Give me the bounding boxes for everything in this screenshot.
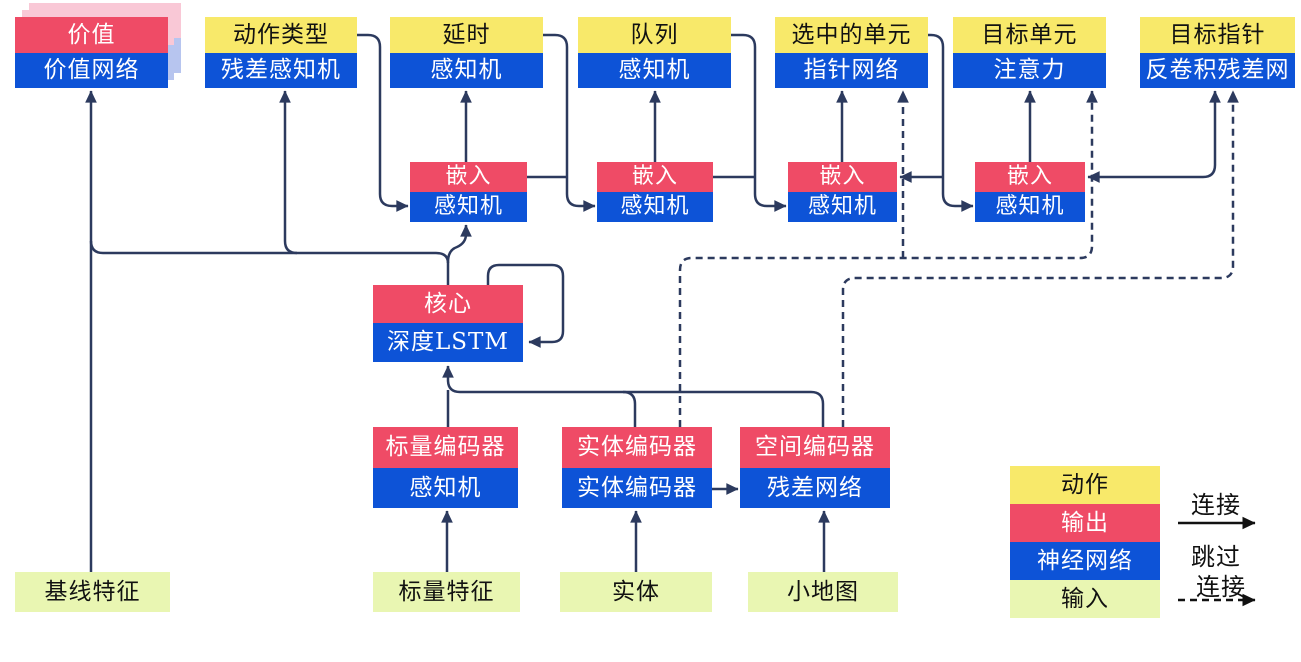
- node-core-output: 核心: [373, 285, 523, 323]
- legend-action-swatch: 动作: [1010, 466, 1160, 504]
- input-baseline-features: 基线特征: [15, 572, 170, 612]
- connector-core-to-action-type: [279, 90, 298, 255]
- node-spatial-encoder-output: 空间编码器: [740, 427, 890, 468]
- legend-skip-label-line1: 跳过: [1191, 543, 1241, 571]
- node-value-network: 价值网络: [15, 53, 168, 88]
- node-core: 核心 深度LSTM: [373, 285, 523, 362]
- node-entity-encoder: 实体编码器 实体编码器: [562, 427, 712, 508]
- node-selected-units-network: 指针网络: [775, 53, 928, 88]
- input-scalar-features-label: 标量特征: [373, 572, 520, 612]
- connector-spatial-to-core: [442, 365, 825, 427]
- input-entities-label: 实体: [560, 572, 712, 612]
- node-embed-2-output: 嵌入: [597, 162, 713, 192]
- node-queue-network: 感知机: [578, 53, 731, 88]
- node-embed-4: 嵌入 感知机: [975, 162, 1085, 222]
- node-scalar-encoder: 标量编码器 感知机: [373, 427, 518, 508]
- input-entities: 实体: [560, 572, 712, 612]
- skip-spatial-to-deconv: [841, 90, 1239, 427]
- node-target-pointer-output: 目标指针: [1140, 17, 1295, 53]
- node-target-pointer: 目标指针 反卷积残差网: [1140, 17, 1295, 88]
- node-embed-2-network: 感知机: [597, 192, 713, 222]
- node-value: 价值 价值网络: [15, 17, 168, 88]
- node-scalar-encoder-output: 标量编码器: [373, 427, 518, 468]
- node-selected-units-output: 选中的单元: [775, 17, 928, 53]
- node-delay: 延时 感知机: [390, 17, 543, 88]
- node-entity-encoder-network: 实体编码器: [562, 468, 712, 508]
- input-minimap: 小地图: [748, 572, 898, 612]
- node-delay-network: 感知机: [390, 53, 543, 88]
- node-embed-3: 嵌入 感知机: [788, 162, 897, 222]
- node-embed-4-network: 感知机: [975, 192, 1085, 222]
- legend-network-swatch: 神经网络: [1010, 542, 1160, 580]
- node-target-pointer-network: 反卷积残差网: [1140, 53, 1295, 88]
- node-entity-encoder-output: 实体编码器: [562, 427, 712, 468]
- node-target-unit-network: 注意力: [953, 53, 1106, 88]
- node-embed-3-output: 嵌入: [788, 162, 897, 192]
- node-spatial-encoder: 空间编码器 残差网络: [740, 427, 890, 508]
- node-action-type-output: 动作类型: [205, 17, 357, 53]
- legend-output-swatch: 输出: [1010, 504, 1160, 542]
- connector-embed4-target-pointer: [1087, 90, 1221, 183]
- node-action-type: 动作类型 残差感知机: [205, 17, 357, 88]
- connector-core-branch-left: [89, 240, 450, 264]
- connector-entity-to-core: [622, 390, 637, 427]
- node-embed-1-output: 嵌入: [410, 162, 527, 192]
- legend-input-swatch: 输入: [1010, 580, 1160, 618]
- input-minimap-label: 小地图: [748, 572, 898, 612]
- legend-connection-label: 连接: [1191, 491, 1241, 519]
- skip-connectors: [678, 90, 1239, 427]
- node-core-network: 深度LSTM: [373, 323, 523, 362]
- node-queue-output: 队列: [578, 17, 731, 53]
- node-spatial-encoder-network: 残差网络: [740, 468, 890, 508]
- node-embed-1: 嵌入 感知机: [410, 162, 527, 222]
- input-baseline-features-label: 基线特征: [15, 572, 170, 612]
- node-target-unit: 目标单元 注意力: [953, 17, 1106, 88]
- node-scalar-encoder-network: 感知机: [373, 468, 518, 508]
- node-queue: 队列 感知机: [578, 17, 731, 88]
- connector-core-to-embed1: [446, 224, 472, 285]
- node-target-unit-output: 目标单元: [953, 17, 1106, 53]
- node-delay-output: 延时: [390, 17, 543, 53]
- node-selected-units: 选中的单元 指针网络: [775, 17, 928, 88]
- node-value-output: 价值: [15, 17, 168, 53]
- node-embed-1-network: 感知机: [410, 192, 527, 222]
- skip-entity-to-attention: [678, 90, 1098, 427]
- input-scalar-features: 标量特征: [373, 572, 520, 612]
- node-embed-2: 嵌入 感知机: [597, 162, 713, 222]
- node-embed-4-output: 嵌入: [975, 162, 1085, 192]
- node-embed-3-network: 感知机: [788, 192, 897, 222]
- legend-skip-label-line2: 连接: [1196, 573, 1246, 601]
- legend-swatches: 动作 输出 神经网络 输入: [1010, 466, 1160, 618]
- node-action-type-network: 残差感知机: [205, 53, 357, 88]
